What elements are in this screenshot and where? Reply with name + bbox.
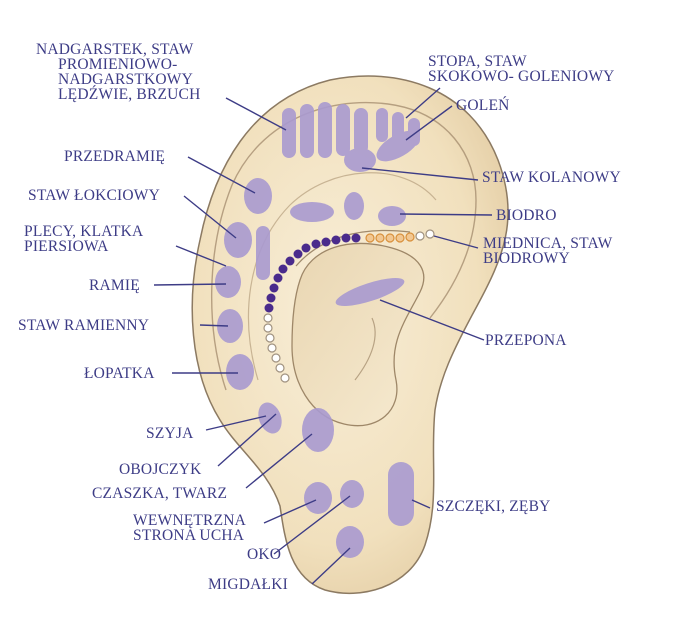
zone-przedramie <box>244 178 272 214</box>
label-staw-lokciowy: STAW ŁOKCIOWY <box>28 188 160 203</box>
label-przedramie: PRZEDRAMIĘ <box>64 149 165 164</box>
zone-wewnetrzna <box>304 482 332 514</box>
label-golen: GOLEŃ <box>456 98 510 113</box>
zone-lopatka <box>226 354 254 390</box>
label-nadgarstek-line3: NADGARSTKOWY <box>58 72 200 87</box>
label-przepona: PRZEPONA <box>485 333 567 348</box>
label-plecy: PLECY, KLATKA PIERSIOWA <box>24 224 143 254</box>
zone-ramie <box>215 266 241 298</box>
label-wewnetrzna-line2: STRONA UCHA <box>133 528 246 543</box>
label-szczeki: SZCZĘKI, ZĘBY <box>436 499 551 514</box>
zone-finger-3 <box>318 102 332 158</box>
label-stopa-line2: SKOKOWO- GOLENIOWY <box>428 69 615 84</box>
label-plecy-line1: PLECY, KLATKA <box>24 224 143 239</box>
zone-ledzwie <box>290 202 334 222</box>
zone-finger-4 <box>336 104 350 156</box>
label-plecy-line2: PIERSIOWA <box>24 239 143 254</box>
zone-finger-5 <box>354 108 368 154</box>
zone-biodro-2 <box>344 192 364 220</box>
zone-biodro <box>378 206 406 226</box>
label-staw-kolanowy: STAW KOLANOWY <box>482 170 621 185</box>
label-migdalki: MIGDAŁKI <box>208 577 288 592</box>
zone-finger-2 <box>300 104 314 158</box>
label-czaszka: CZASZKA, TWARZ <box>92 486 227 501</box>
label-obojczyk: OBOJCZYK <box>119 462 202 477</box>
zone-szczeki <box>388 462 414 526</box>
label-miednica-line2: BIODROWY <box>483 251 612 266</box>
zone-plecy <box>256 226 270 280</box>
label-szyja: SZYJA <box>146 426 194 441</box>
label-biodro: BIODRO <box>496 208 557 223</box>
zone-lokiec <box>224 222 252 258</box>
zone-czaszka <box>302 408 334 452</box>
label-miednica-line1: MIEDNICA, STAW <box>483 236 612 251</box>
label-staw-ramienny: STAW RAMIENNY <box>18 318 149 333</box>
zone-oko-upper <box>340 480 364 508</box>
label-nadgarstek: NADGARSTEK, STAW PROMIENIOWO- NADGARSTKO… <box>36 42 200 102</box>
label-miednica: MIEDNICA, STAW BIODROWY <box>483 236 612 266</box>
label-nadgarstek-line1: NADGARSTEK, STAW <box>36 42 200 57</box>
label-stopa-line1: STOPA, STAW <box>428 54 615 69</box>
label-nadgarstek-line4: LĘDŹWIE, BRZUCH <box>58 87 200 102</box>
label-oko: OKO <box>247 547 281 562</box>
label-ramie: RAMIĘ <box>89 278 140 293</box>
label-nadgarstek-line2: PROMIENIOWO- <box>58 57 200 72</box>
label-stopa: STOPA, STAW SKOKOWO- GOLENIOWY <box>428 54 615 84</box>
zone-toe-1 <box>376 108 388 142</box>
zone-oko <box>336 526 364 558</box>
label-wewnetrzna: WEWNĘTRZNA STRONA UCHA <box>133 513 246 543</box>
zone-finger-1 <box>282 108 296 158</box>
label-lopatka: ŁOPATKA <box>84 366 155 381</box>
label-wewnetrzna-line1: WEWNĘTRZNA <box>133 513 246 528</box>
